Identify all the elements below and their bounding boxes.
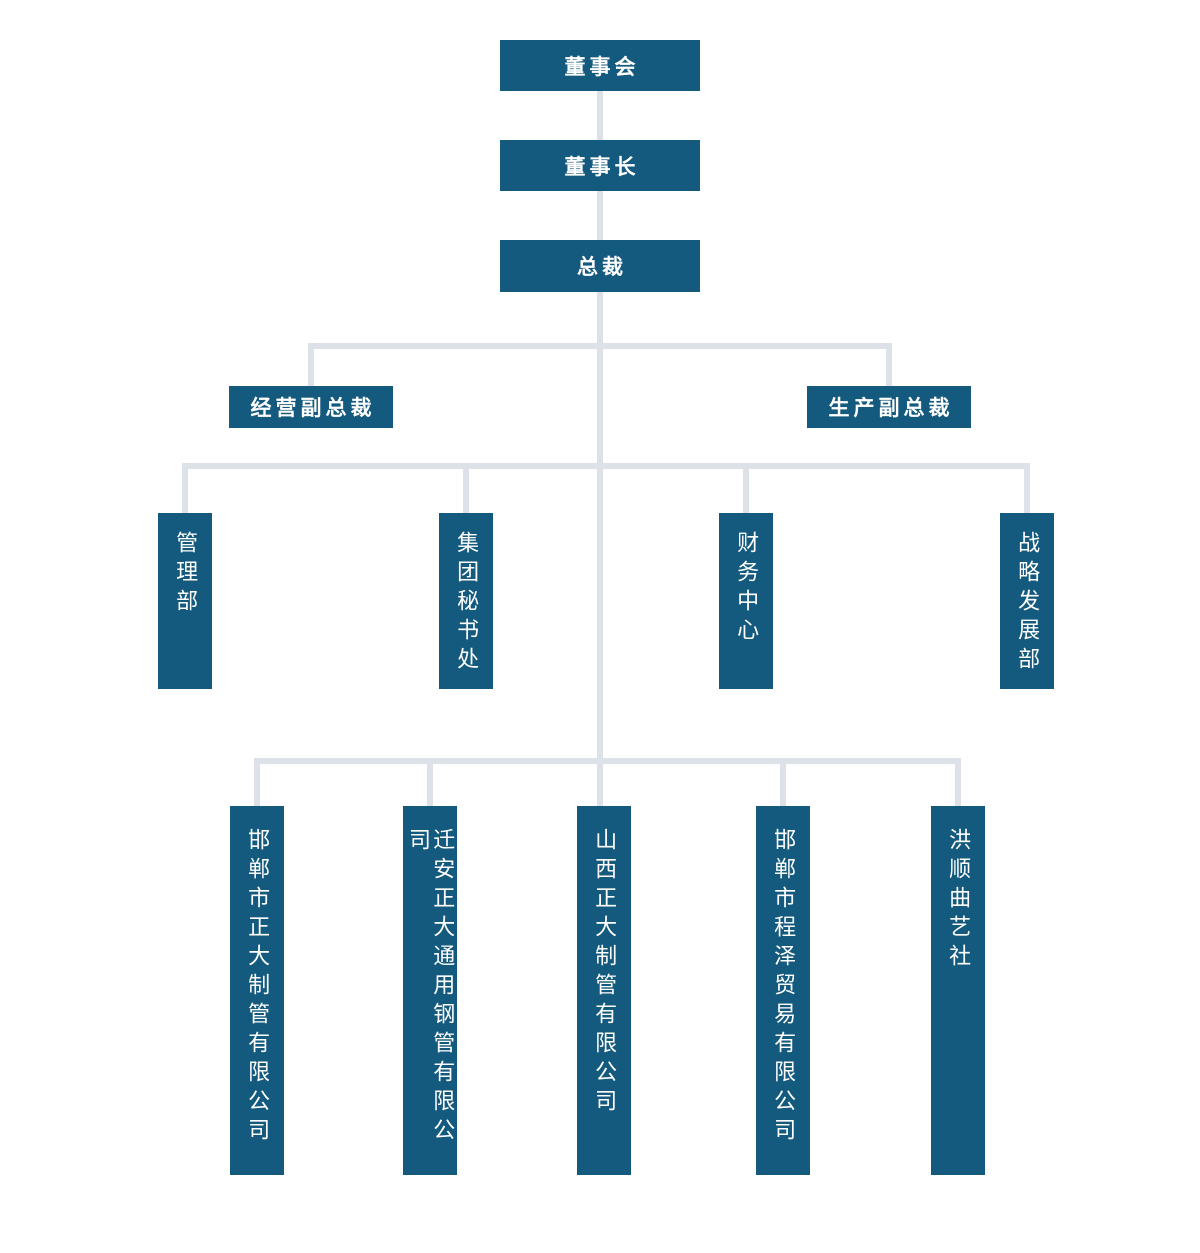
connector-subsidiary-drop-1 [254, 764, 260, 806]
connector-subsidiaries-horizontal [254, 758, 961, 764]
connector-chairman-president [597, 191, 603, 240]
connector-dept-drop-3 [743, 469, 749, 513]
connector-central-spine [597, 292, 603, 806]
node-dept-finance-center-label: 财务中心 [734, 531, 760, 647]
node-dept-strategic-development-label: 战略发展部 [1015, 531, 1041, 676]
node-chairman-label: 董事长 [564, 154, 640, 179]
node-vp-operations-label: 经营副总裁 [250, 396, 376, 420]
node-vp-production: 生产副总裁 [807, 386, 971, 428]
node-vp-operations: 经营副总裁 [229, 386, 393, 428]
node-dept-group-secretariat-label: 集团秘书处 [454, 531, 480, 676]
connector-vp-production-drop [886, 349, 892, 386]
node-dept-finance-center: 财务中心 [719, 513, 773, 689]
node-subsidiary-shanxi-zhengda-pipe: 山西正大制管有限公司 [577, 806, 631, 1175]
connector-dept-drop-1 [182, 469, 188, 513]
node-subsidiary-shanxi-zhengda-pipe-label: 山西正大制管有限公司 [592, 828, 618, 1118]
node-dept-group-secretariat: 集团秘书处 [439, 513, 493, 689]
node-dept-management-label: 管理部 [173, 531, 199, 618]
node-president: 总裁 [500, 240, 700, 292]
node-president-label: 总裁 [577, 255, 627, 279]
node-subsidiary-handan-zhengda-pipe-label: 邯郸市正大制管有限公司 [245, 828, 271, 1147]
connector-board-chairman [597, 91, 603, 140]
connector-dept-drop-4 [1024, 469, 1030, 513]
node-chairman: 董事长 [500, 140, 700, 191]
connector-vp-operations-drop [308, 349, 314, 386]
connector-subsidiary-drop-2 [427, 764, 433, 806]
connector-subsidiary-drop-4 [780, 764, 786, 806]
node-subsidiary-qianan-zhengda-steel-pipe-label: 迁安正大通用钢管有限公司 [406, 828, 456, 1147]
node-dept-management: 管理部 [158, 513, 212, 689]
node-subsidiary-hongshun-folk-art-club: 洪顺曲艺社 [931, 806, 985, 1175]
connector-vp-horizontal [308, 343, 892, 349]
node-subsidiary-handan-zhengda-pipe: 邯郸市正大制管有限公司 [230, 806, 284, 1175]
node-subsidiary-handan-chengze-trading-label: 邯郸市程泽贸易有限公司 [771, 828, 797, 1147]
connector-subsidiary-drop-5 [955, 764, 961, 806]
node-subsidiary-handan-chengze-trading: 邯郸市程泽贸易有限公司 [756, 806, 810, 1175]
connector-dept-drop-2 [463, 469, 469, 513]
connector-departments-horizontal [182, 463, 1030, 469]
node-vp-production-label: 生产副总裁 [828, 396, 954, 420]
node-dept-strategic-development: 战略发展部 [1000, 513, 1054, 689]
node-subsidiary-hongshun-folk-art-club-label: 洪顺曲艺社 [946, 828, 972, 973]
node-subsidiary-qianan-zhengda-steel-pipe: 迁安正大通用钢管有限公司 [403, 806, 457, 1175]
node-board-of-directors: 董事会 [500, 40, 700, 91]
node-board-label: 董事会 [564, 54, 640, 79]
